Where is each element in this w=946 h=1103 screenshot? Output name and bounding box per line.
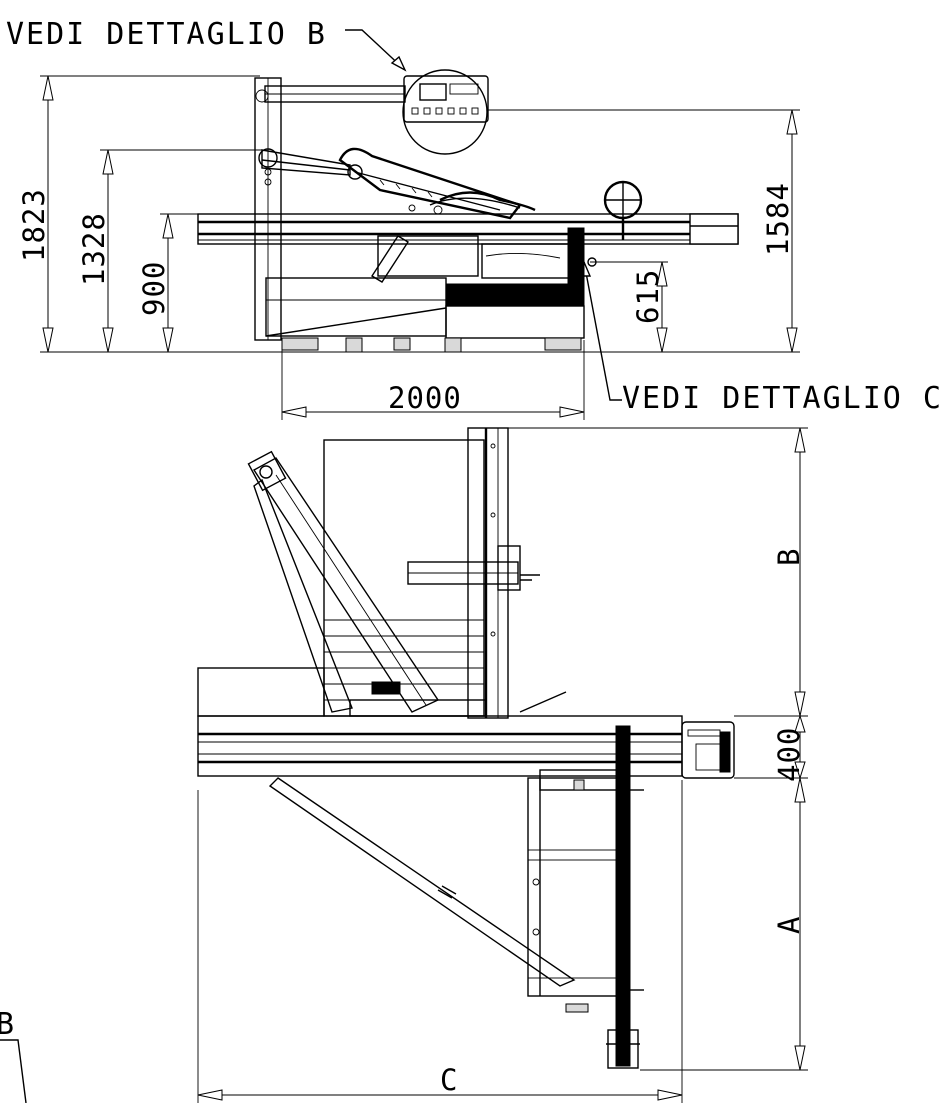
dim-c: C: [440, 1063, 458, 1097]
control-panel: [403, 75, 489, 123]
top-view: [197, 427, 735, 1069]
side-view-dimensions: 1823 1328 900 615 1584 2000: [17, 75, 800, 420]
detail-b-circle: [402, 69, 488, 155]
dim-615: 615: [631, 269, 665, 324]
detail-b-fragment-label: B: [0, 1007, 16, 1042]
dim-2000: 2000: [388, 381, 462, 415]
dim-400: 400: [772, 727, 806, 782]
callout-detail-b: VEDI DETTAGLIO B: [6, 17, 327, 52]
cross-cut-fence: [615, 725, 631, 1067]
callout-detail-b-leader: [345, 29, 406, 71]
side-view: [40, 69, 800, 353]
detail-b-fragment-leader: [0, 1039, 27, 1103]
callout-detail-c: VEDI DETTAGLIO C: [622, 381, 943, 416]
dim-b: B: [772, 548, 806, 566]
sliding-table: [197, 715, 683, 777]
dim-1328: 1328: [77, 212, 111, 286]
main-table: [197, 213, 739, 245]
dim-a: A: [772, 916, 806, 934]
dim-1584: 1584: [761, 182, 795, 256]
top-view-dimensions: B 400 A C: [197, 427, 808, 1103]
callout-detail-c-leader: [583, 261, 622, 401]
dim-1823: 1823: [17, 188, 51, 262]
dim-900: 900: [137, 261, 171, 316]
